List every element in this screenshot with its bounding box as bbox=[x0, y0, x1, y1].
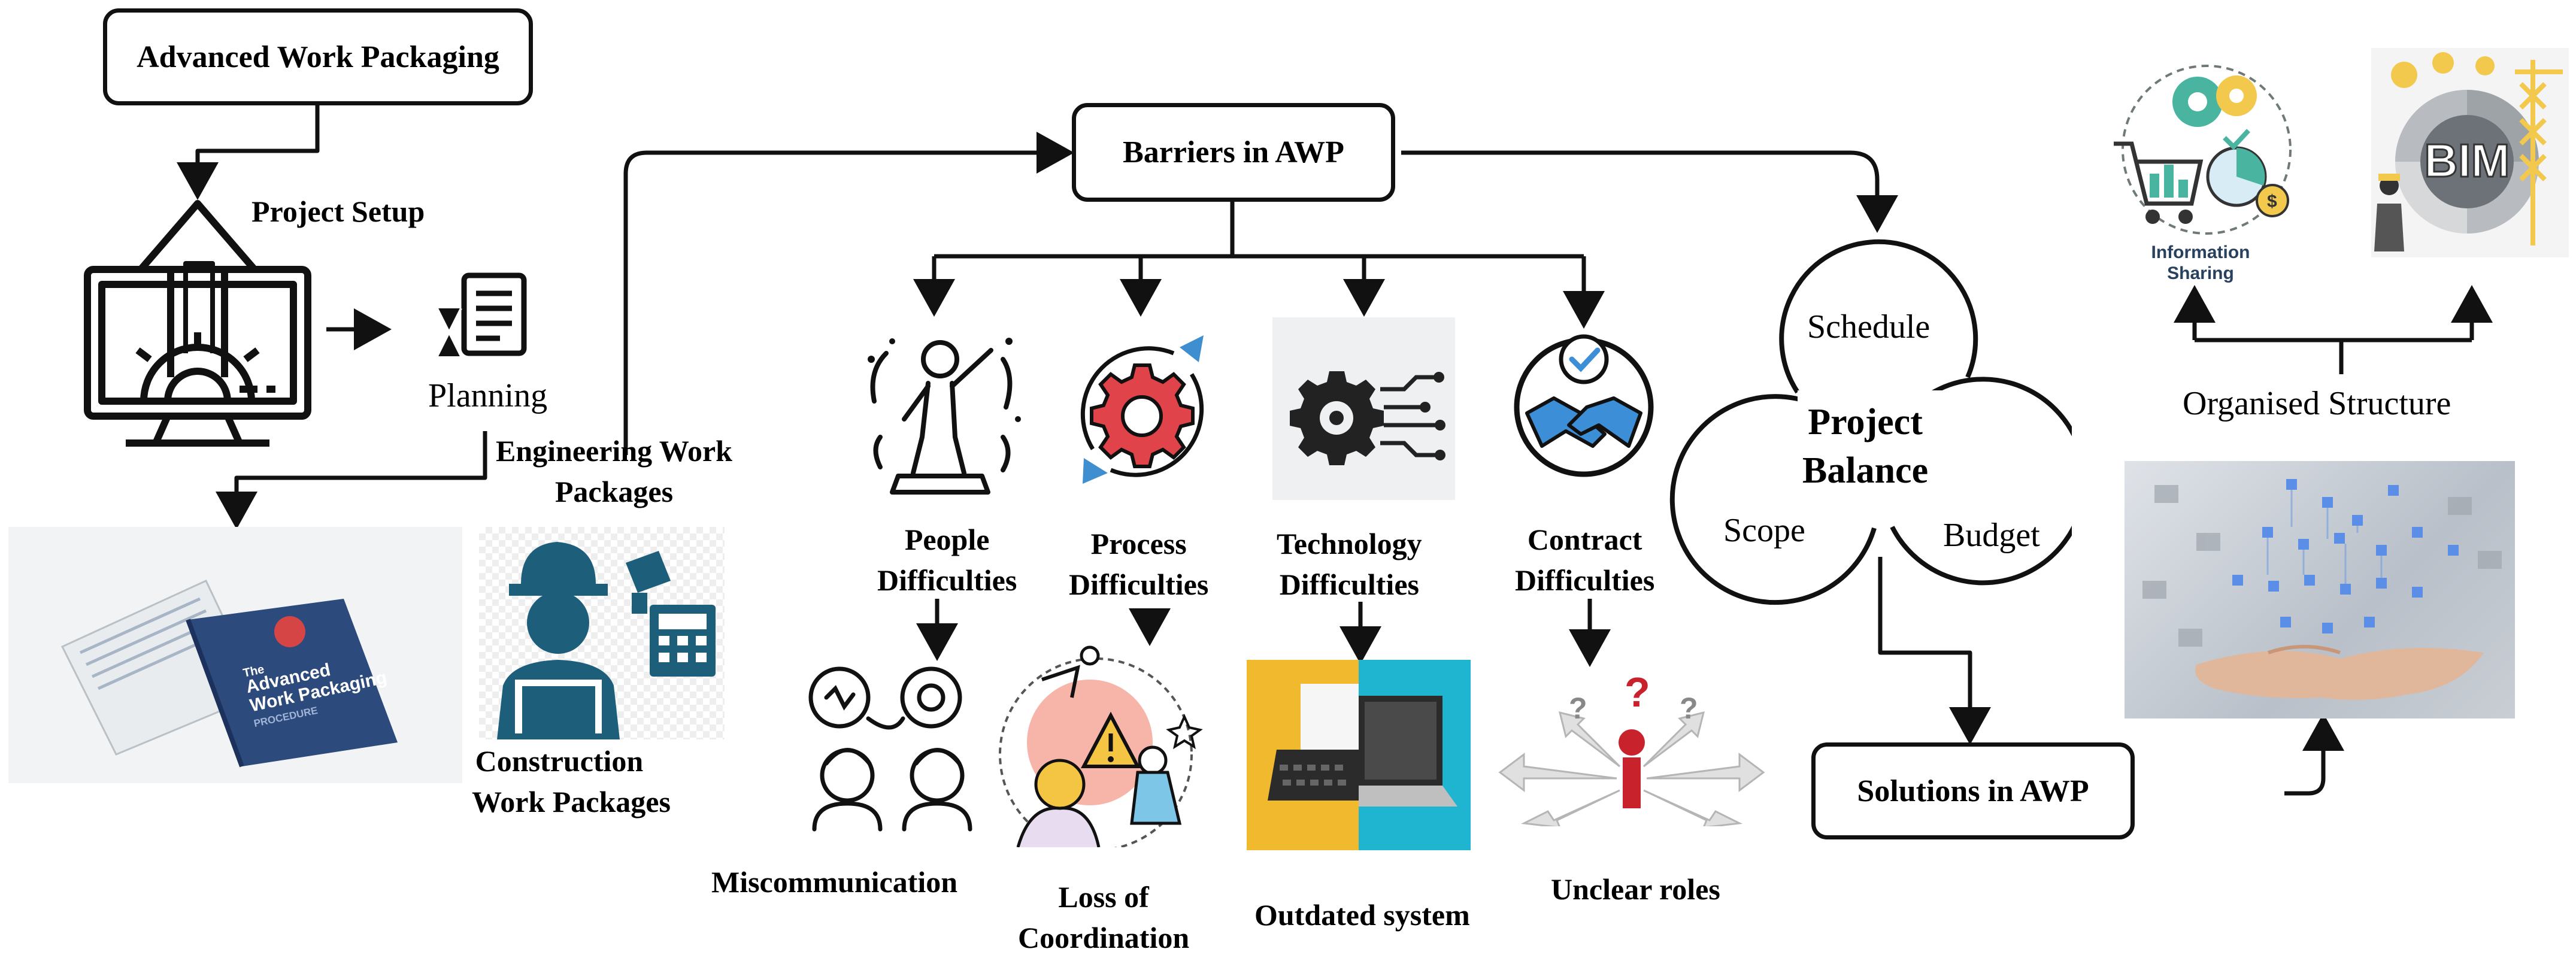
awp-procedure-book-image: The The Advanced Work Packaging PROCEDUR… bbox=[8, 527, 462, 783]
information-sharing-icon: $ bbox=[2102, 60, 2299, 263]
contract-line1: Contract bbox=[1515, 520, 1654, 560]
coordination-line1: Loss of bbox=[1018, 877, 1189, 918]
schedule-label: Schedule bbox=[1807, 305, 1930, 349]
technology-difficulties-label: Technology Difficulties bbox=[1277, 524, 1422, 605]
construction-line2: Work Packages bbox=[448, 782, 671, 823]
planning-label: Planning bbox=[428, 374, 547, 418]
solutions-box-label: Solutions in AWP bbox=[1857, 774, 2089, 809]
budget-label: Budget bbox=[1943, 514, 2040, 557]
miscommunication-icon bbox=[802, 665, 982, 832]
unclear-roles-label: Unclear roles bbox=[1551, 869, 1720, 910]
engineering-packages-label: Engineering Work Packages bbox=[496, 431, 732, 512]
outdated-system-label: Outdated system bbox=[1254, 895, 1470, 936]
svg-text:$: $ bbox=[2267, 192, 2277, 211]
construction-worker-image bbox=[479, 527, 725, 739]
outdated-system-image bbox=[1247, 660, 1471, 850]
arrow-barriers-to-balance bbox=[1401, 153, 1877, 225]
awp-box: Advanced Work Packaging bbox=[103, 8, 533, 105]
people-difficulties-label: People Difficulties bbox=[877, 520, 1017, 601]
scope-label: Scope bbox=[1723, 509, 1805, 553]
svg-text:?: ? bbox=[1569, 692, 1587, 725]
svg-text:?: ? bbox=[1625, 671, 1650, 716]
miscommunication-label: Miscommunication bbox=[711, 862, 957, 903]
loss-of-coordination-label: Loss of Coordination bbox=[1018, 877, 1189, 958]
process-line2: Difficulties bbox=[1069, 565, 1208, 605]
people-difficulties-icon bbox=[856, 335, 1024, 497]
project-balance-title: Project Balance bbox=[1802, 398, 1928, 495]
process-difficulties-icon bbox=[1060, 329, 1225, 494]
unclear-roles-icon: ? ? ? bbox=[1488, 671, 1775, 826]
organised-structure-image bbox=[2125, 461, 2515, 718]
technology-line2: Difficulties bbox=[1277, 565, 1422, 605]
information-sharing-label: Information Sharing bbox=[2132, 242, 2269, 284]
project-balance-line1: Project bbox=[1802, 398, 1928, 447]
engineering-line1: Engineering Work bbox=[496, 431, 732, 472]
barriers-box: Barriers in AWP bbox=[1072, 103, 1395, 202]
project-setup-monitor-icon bbox=[84, 198, 311, 455]
construction-packages-label: Construction Work Packages bbox=[448, 741, 671, 822]
awp-box-label: Advanced Work Packaging bbox=[137, 40, 499, 75]
project-setup-label: Project Setup bbox=[251, 192, 425, 232]
loss-of-coordination-icon bbox=[994, 644, 1207, 847]
solutions-box: Solutions in AWP bbox=[1811, 742, 2135, 839]
svg-text:?: ? bbox=[1680, 692, 1698, 725]
people-line2: Difficulties bbox=[877, 560, 1017, 601]
organised-structure-label: Organised Structure bbox=[2183, 382, 2451, 426]
contract-difficulties-label: Contract Difficulties bbox=[1515, 520, 1654, 601]
coordination-line2: Coordination bbox=[1018, 918, 1189, 958]
process-line1: Process bbox=[1069, 524, 1208, 565]
info-sharing-line2: Sharing bbox=[2132, 263, 2269, 284]
people-line1: People bbox=[877, 520, 1017, 560]
book-title-1: The bbox=[8, 527, 23, 529]
technology-line1: Technology bbox=[1277, 524, 1422, 565]
process-difficulties-label: Process Difficulties bbox=[1069, 524, 1208, 605]
arrow-solutions-to-structure bbox=[2284, 721, 2323, 793]
planning-icon bbox=[431, 272, 536, 362]
contract-line2: Difficulties bbox=[1515, 560, 1654, 601]
engineering-line2: Packages bbox=[496, 472, 732, 513]
bim-image: BIM bbox=[2371, 48, 2569, 257]
bim-text: BIM bbox=[2425, 134, 2510, 187]
contract-difficulties-icon bbox=[1509, 329, 1659, 479]
technology-difficulties-icon bbox=[1272, 317, 1455, 500]
project-balance-line2: Balance bbox=[1802, 447, 1928, 495]
barriers-box-label: Barriers in AWP bbox=[1123, 135, 1344, 170]
construction-line1: Construction bbox=[448, 741, 671, 782]
arrow-awp-to-setup bbox=[198, 105, 317, 192]
info-sharing-line1: Information bbox=[2132, 242, 2269, 263]
